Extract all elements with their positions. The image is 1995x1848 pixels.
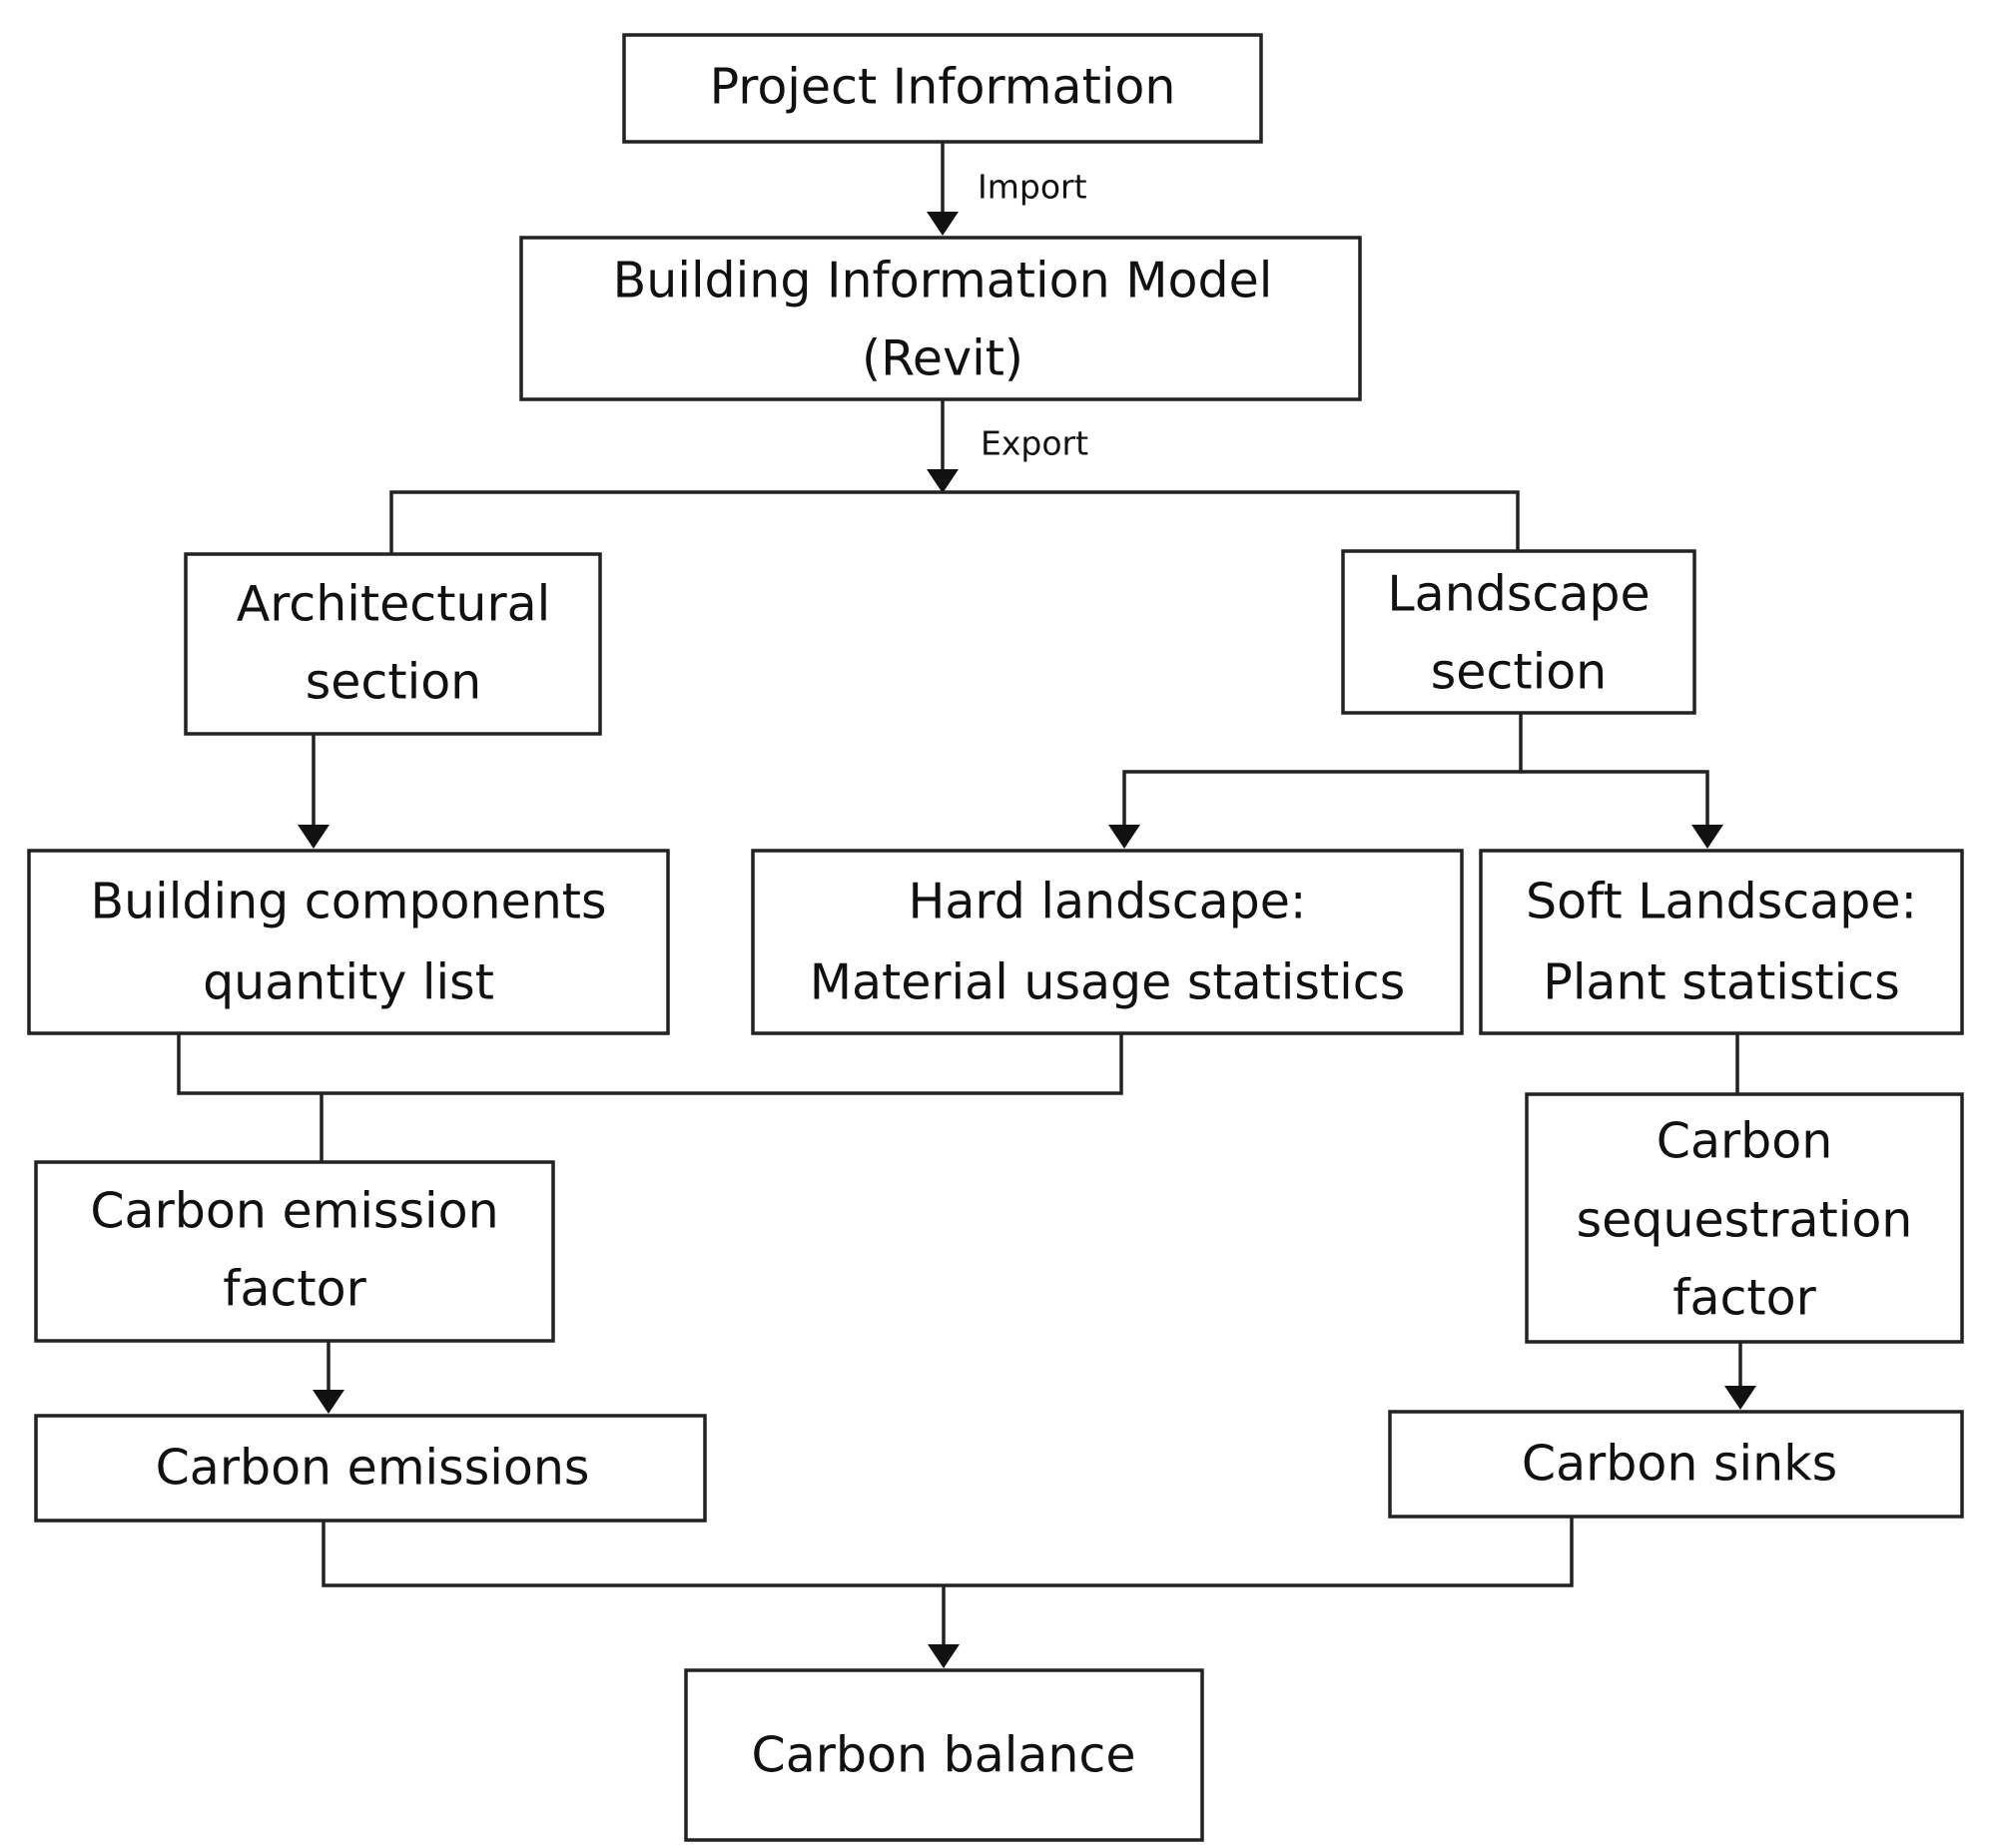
connector-landscape-split [1122, 713, 1523, 825]
node-carbon-emissions: Carbon emissions [34, 1414, 707, 1523]
arrowhead-components [298, 825, 330, 849]
carbon-balance-box [684, 1668, 1204, 1842]
connector-split-bar [389, 490, 1520, 554]
carbon-emission-factor-box [34, 1160, 555, 1343]
arrowhead-hard [1108, 825, 1140, 849]
node-carbon-emission-factor: Carbon emission factor [34, 1160, 555, 1343]
carbon-sinks-label: Carbon sinks [1522, 1436, 1837, 1493]
arrowhead-split [927, 469, 959, 493]
building-information-model-box [519, 236, 1362, 401]
carbon-emission-factor-line1: Carbon emission [90, 1183, 498, 1240]
import-label: Import [978, 168, 1087, 207]
arrowhead-sinks [1724, 1386, 1756, 1410]
node-carbon-balance: Carbon balance [684, 1668, 1204, 1842]
arrowhead-soft [1691, 825, 1723, 849]
node-carbon-sequestration-factor: Carbon sequestration factor [1525, 1092, 1964, 1344]
project-information-label: Project Information [710, 59, 1176, 116]
carbon-sinks-box [1388, 1410, 1964, 1519]
soft-landscape-line1: Soft Landscape: [1526, 874, 1917, 930]
building-components-line2: quantity list [203, 954, 494, 1011]
carbon-emission-factor-line2: factor [223, 1261, 366, 1318]
bim-label-line2: (Revit) [862, 330, 1023, 387]
bim-label-line1: Building Information Model [613, 253, 1273, 309]
architectural-section-line1: Architectural [237, 576, 551, 633]
landscape-section-box [1341, 549, 1696, 715]
landscape-section-line2: section [1431, 644, 1607, 701]
architectural-section-line2: section [306, 654, 481, 711]
connector-components-hard-merge [177, 1033, 1123, 1095]
node-architectural-section: Architectural section [184, 552, 602, 736]
hard-landscape-line2: Material usage statistics [810, 954, 1406, 1011]
soft-landscape-box [1479, 849, 1964, 1035]
building-components-line1: Building components [90, 874, 606, 930]
architectural-section-box [184, 552, 602, 736]
carbon-emissions-label: Carbon emissions [156, 1440, 590, 1497]
node-carbon-sinks: Carbon sinks [1388, 1410, 1964, 1519]
carbon-emissions-box [34, 1414, 707, 1523]
arrowhead-balance [928, 1644, 960, 1668]
node-building-information-model: Building Information Model (Revit) [519, 236, 1362, 401]
node-hard-landscape: Hard landscape: Material usage statistic… [751, 849, 1464, 1035]
connector-landscape-to-soft [1521, 770, 1709, 825]
carbon-sequestration-line3: factor [1672, 1270, 1816, 1327]
carbon-sequestration-line1: Carbon [1657, 1113, 1833, 1170]
soft-landscape-line2: Plant statistics [1543, 954, 1899, 1011]
carbon-sequestration-line2: sequestration [1577, 1192, 1913, 1249]
project-information-box [622, 33, 1263, 144]
node-building-components-quantity-list: Building components quantity list [27, 849, 670, 1035]
carbon-sequestration-factor-box [1525, 1092, 1964, 1344]
landscape-section-line1: Landscape [1387, 566, 1650, 623]
connectors [177, 142, 1756, 1668]
node-landscape-section: Landscape section [1341, 549, 1696, 715]
connector-emissions-sinks-merge [322, 1517, 1574, 1587]
node-project-information: Project Information [622, 33, 1263, 144]
arrowhead-bim [927, 212, 959, 236]
node-soft-landscape: Soft Landscape: Plant statistics [1479, 849, 1964, 1035]
export-label: Export [981, 424, 1088, 463]
hard-landscape-line1: Hard landscape: [909, 874, 1307, 930]
arrowhead-emissions [313, 1390, 344, 1414]
building-components-box [27, 849, 670, 1035]
hard-landscape-box [751, 849, 1464, 1035]
carbon-balance-label: Carbon balance [751, 1727, 1135, 1784]
